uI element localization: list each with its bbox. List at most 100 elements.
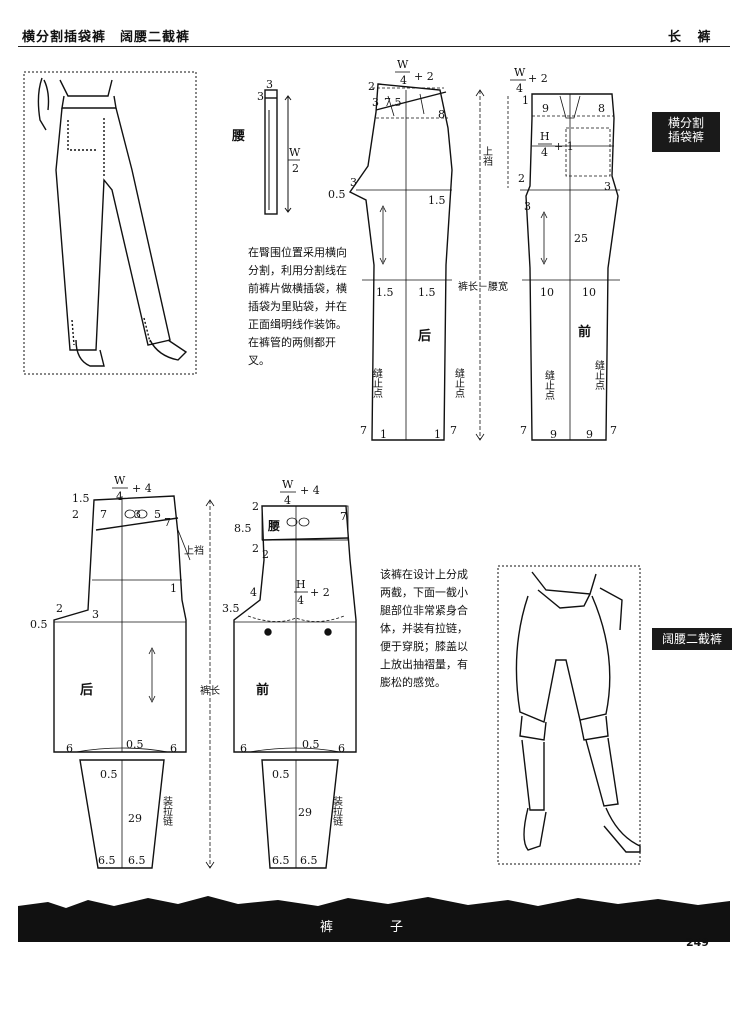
d1-back-m3a: 3 <box>372 96 379 109</box>
pattern-1-front-piece <box>507 93 620 441</box>
d2-front-label: 前 <box>256 682 269 698</box>
d2-front-m2a: 2 <box>252 542 259 555</box>
d1-front-m3b: 3 <box>604 180 611 193</box>
waistband-top: 3 <box>266 78 273 91</box>
d1-front-knee-right: 10 <box>582 286 596 299</box>
d1-length-label: 裤长－腰宽 <box>458 280 508 293</box>
d1-back-label: 后 <box>418 328 431 344</box>
d2-front-hem-b: 6.5 <box>300 854 318 867</box>
d2-back-label: 后 <box>80 682 93 698</box>
d2-front-lower-05: 0.5 <box>272 768 290 781</box>
d1-front-hip-num: H <box>540 130 550 143</box>
header-title-right: 长 裤 <box>668 30 717 45</box>
d2-front-m05: 0.5 <box>302 738 320 751</box>
d1-back-m3b: 3 <box>350 176 357 189</box>
page-number: 249 <box>686 936 709 949</box>
illustration-two-piece-pants <box>497 565 641 865</box>
d2-front-m6b: 6 <box>338 742 345 755</box>
d2-back-hem-b: 6.5 <box>128 854 146 867</box>
d2-back-m7b: 7 <box>164 516 171 529</box>
d2-front-hip-add: + 2 <box>310 586 330 599</box>
d2-back-lower-05: 0.5 <box>100 768 118 781</box>
pattern-2-back-piece <box>53 495 191 869</box>
description-two-piece-pants: 该裤在设计上分成两截，下面一截小腿部位非常紧身合体，并装有拉链，便于穿脱；膝盖以… <box>380 568 468 689</box>
d2-front-m35: 3.5 <box>222 602 240 615</box>
d1-back-hem-left: 7 <box>360 424 367 437</box>
d2-back-m6a: 6 <box>66 742 73 755</box>
d2-back-waist-add: + 4 <box>132 482 152 495</box>
d1-front-stop-right: 缝止点 <box>593 359 605 391</box>
d1-front-hem-9a: 9 <box>550 428 557 441</box>
d2-front-waist-add: + 4 <box>300 484 320 497</box>
d1-rise-label: 上裆 <box>481 146 493 167</box>
d1-back-waist-den: 4 <box>400 74 407 87</box>
d1-front-m1: 1 <box>522 94 529 107</box>
header-title-left: 横分割插袋裤 阔腰二截裤 <box>22 30 191 45</box>
d1-front-m3a: 3 <box>524 200 531 213</box>
d2-length-label: 裤长 <box>200 684 220 697</box>
pattern-2-front-piece <box>233 505 357 869</box>
waistband-side: 3 <box>257 90 264 103</box>
footer-band-text: 裤 子 <box>320 920 426 935</box>
d2-front-m2b: 2 <box>262 548 269 561</box>
description-horizontal-pocket-pants: 在臀围位置采用横向分割，利用分割线在前裤片做横插袋，横插袋为里贴袋，并在正面缉明… <box>248 246 347 367</box>
d1-back-waist-num: W <box>397 58 409 71</box>
d2-front-waistband: 腰 <box>267 518 280 533</box>
d1-front-hem-9b: 9 <box>586 428 593 441</box>
d2-front-waist-num: W <box>282 478 294 491</box>
d2-front-hem-a: 6.5 <box>272 854 290 867</box>
d2-front-zip: 装拉链 <box>331 795 343 826</box>
d2-back-waist-num: W <box>114 474 126 487</box>
d2-front-m2: 2 <box>252 500 259 513</box>
d1-front-knee-left: 10 <box>540 286 554 299</box>
d1-back-knee-left: 1.5 <box>376 286 394 299</box>
d1-front-waist-num: W <box>514 66 526 79</box>
side-tab-horizontal-pocket-pants: 横分割 插袋裤 <box>652 112 720 152</box>
d2-back-m3: 3 <box>134 508 141 521</box>
d1-front-stop-left: 缝止点 <box>543 369 555 401</box>
d2-front-hip-den: 4 <box>297 594 304 607</box>
d1-back-hem-right: 7 <box>450 424 457 437</box>
d2-back-m2: 2 <box>72 508 79 521</box>
d1-back-hem-1a: 1 <box>380 428 387 441</box>
d2-back-hem-a: 6.5 <box>98 854 116 867</box>
pattern-1-back-piece <box>348 83 453 441</box>
d1-front-waist-den: 4 <box>516 82 523 95</box>
d2-back-m05b: 0.5 <box>126 738 144 751</box>
d1-back-m15: 1.5 <box>428 194 446 207</box>
d1-front-m25: 25 <box>574 232 588 245</box>
d1-back-m2: 2 <box>368 80 375 93</box>
d1-back-m05: 0.5 <box>328 188 346 201</box>
d2-back-waist-den: 4 <box>116 490 123 503</box>
d1-back-m75: 7.5 <box>384 96 402 109</box>
d1-front-m9: 9 <box>542 102 549 115</box>
d1-back-stop-left: 缝止点 <box>371 367 383 399</box>
d2-back-m15: 1.5 <box>72 492 90 505</box>
d2-back-m6b: 6 <box>170 742 177 755</box>
d1-front-label: 前 <box>578 324 591 340</box>
d2-front-lower-29: 29 <box>298 806 312 819</box>
d1-back-stop-right: 缝止点 <box>453 367 465 399</box>
d2-front-m7: 7 <box>340 510 347 523</box>
d2-back-m5: 5 <box>154 508 161 521</box>
d1-front-m2: 2 <box>518 172 525 185</box>
d2-front-m85: 8.5 <box>234 522 252 535</box>
d2-back-m3b: 3 <box>92 608 99 621</box>
d2-back-m7a: 7 <box>100 508 107 521</box>
d1-back-m8: 8 <box>438 108 445 121</box>
d1-back-waist-add: + 2 <box>414 70 434 83</box>
d1-front-m8: 8 <box>598 102 605 115</box>
d2-back-m05: 0.5 <box>30 618 48 631</box>
side-tab-line1: 横分割 <box>667 116 704 130</box>
d2-rise-label: 上裆 <box>184 544 204 557</box>
d2-front-m4: 4 <box>250 586 257 599</box>
d2-back-m2b: 2 <box>56 602 63 615</box>
d2-back-m1: 1 <box>170 582 177 595</box>
waistband-label: 腰 <box>231 129 245 144</box>
pattern-2-length-arrow <box>205 499 215 869</box>
d2-front-hip-num: H <box>296 578 306 591</box>
d1-front-waist-add: + 2 <box>528 72 548 85</box>
d1-front-hem-right: 7 <box>610 424 617 437</box>
d2-back-zip: 装拉链 <box>161 795 173 826</box>
